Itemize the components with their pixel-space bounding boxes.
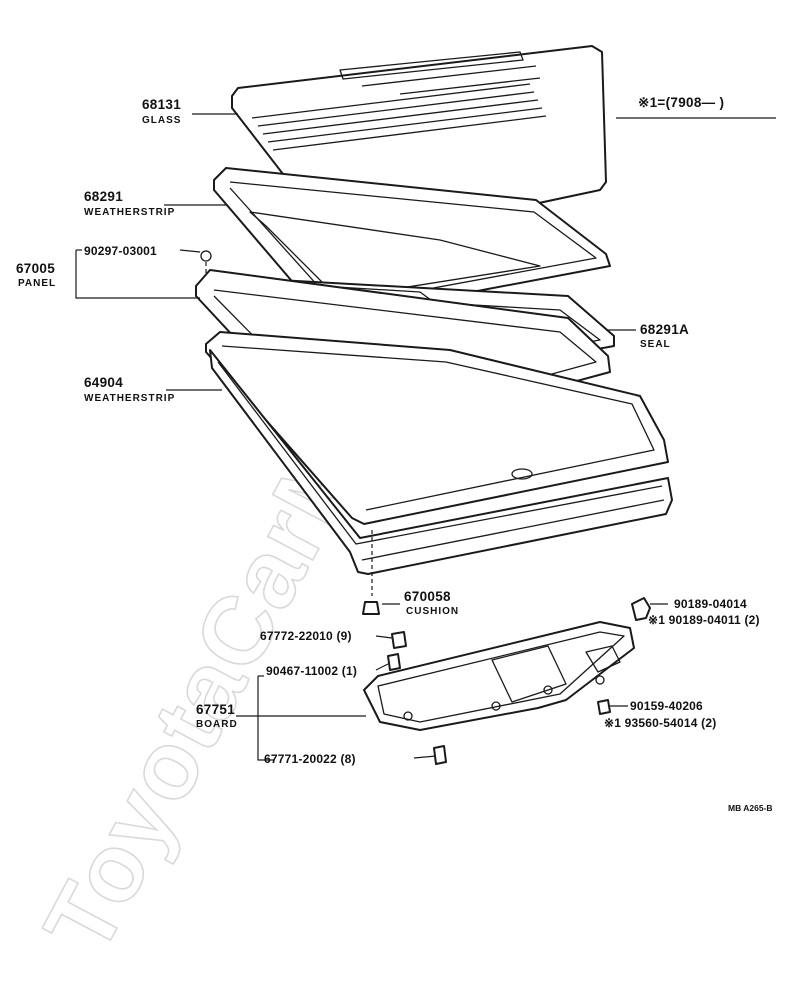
label-90159-number: 90159-40206 <box>630 699 703 713</box>
board-part <box>363 621 635 731</box>
clip-67771-part <box>433 745 447 765</box>
label-90467-number: 90467-11002 (1) <box>266 664 357 678</box>
label-67772-number: 67772-22010 (9) <box>260 629 352 643</box>
lower-weatherstrip-part <box>205 331 673 575</box>
label-67005-number: 67005 <box>16 261 55 276</box>
label-670058-number: 670058 <box>404 589 451 604</box>
label-68131-number: 68131 <box>142 97 181 112</box>
label-90189-04011-number: ※1 90189-04011 (2) <box>648 613 760 627</box>
label-68291-name: WEATHERSTRIP <box>84 207 175 218</box>
figure-code: MB A265-B <box>728 803 773 813</box>
label-67005-name: PANEL <box>18 278 56 289</box>
clip-67772-part <box>391 631 407 649</box>
clip-90467-part <box>387 653 401 671</box>
label-90189-04014-number: 90189-04014 <box>674 597 747 611</box>
screw-90159-part <box>597 699 611 715</box>
weatherstrip-upper-part <box>213 167 611 319</box>
label-90297-number: 90297-03001 <box>84 244 157 258</box>
clip-90189-part <box>631 597 651 621</box>
label-67771-number: 67771-20022 (8) <box>264 752 356 766</box>
label-93560-number: ※1 93560-54014 (2) <box>604 716 716 730</box>
revision-note: ※1=(7908— ) <box>638 95 724 110</box>
cushion-part <box>362 530 380 615</box>
label-670058-name: CUSHION <box>406 606 459 617</box>
label-67751-number: 67751 <box>196 702 235 717</box>
label-68131-name: GLASS <box>142 115 181 126</box>
label-64904-number: 64904 <box>84 375 123 390</box>
label-68291a-number: 68291A <box>640 322 689 337</box>
label-67751-name: BOARD <box>196 719 238 730</box>
label-68291-number: 68291 <box>84 189 123 204</box>
label-68291a-name: SEAL <box>640 339 671 350</box>
leader-lines <box>75 113 776 761</box>
label-64904-name: WEATHERSTRIP <box>84 393 175 404</box>
